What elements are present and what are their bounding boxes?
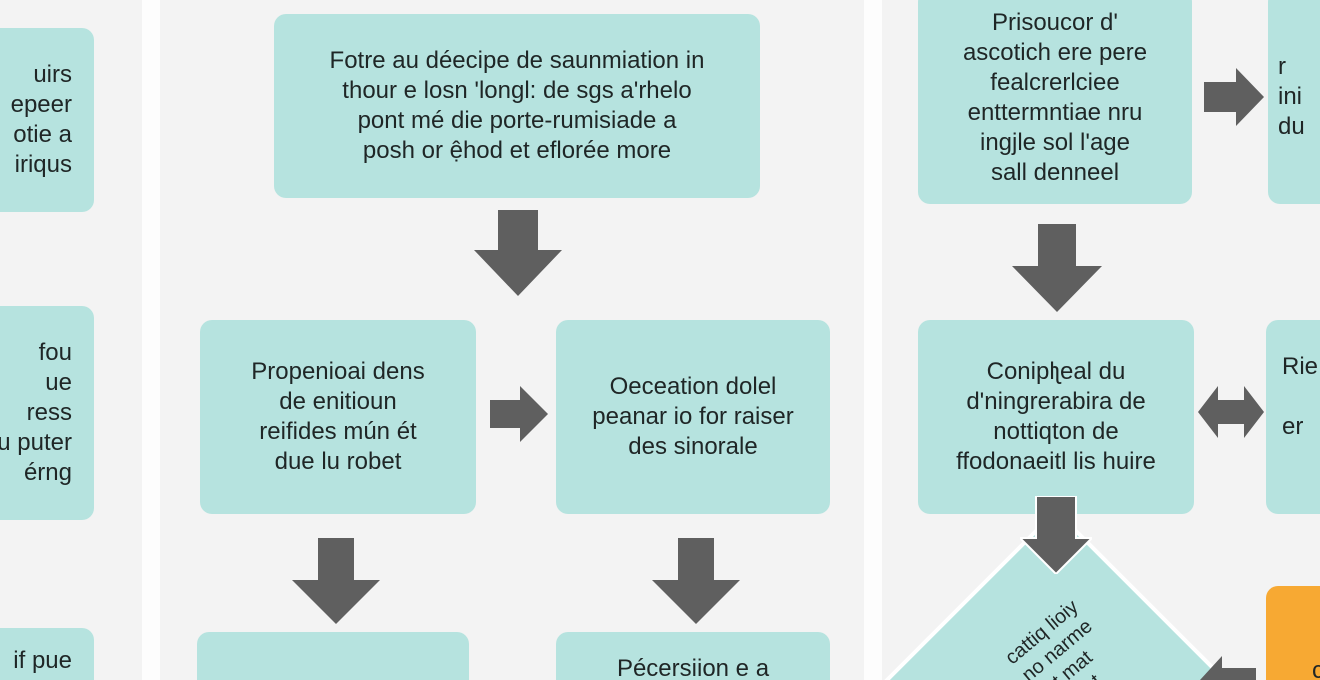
gutter-2: [864, 0, 882, 680]
node-R4-label: Rie er: [1282, 353, 1319, 440]
node-R2: r ini du: [1268, 0, 1320, 204]
node-M1-label: Fotre au déecipe de saunmiation in thour…: [329, 47, 705, 164]
node-L3-label: if pue: [13, 647, 72, 674]
arrow-down-icon: [474, 210, 562, 298]
node-L2-label: fou ue ress u puter érng: [0, 339, 72, 486]
arrow-right-icon: [1204, 68, 1264, 126]
node-R2-label: r ini du: [1278, 53, 1305, 140]
node-R3-label: Coniplʅeal du d'ningrerabira de nottiqto…: [956, 358, 1156, 475]
node-M2-label: Propenioai dens de enitioun reifides mún…: [251, 358, 425, 475]
node-R1: Prisoucor d' ascotich ere pere fealcrerl…: [918, 0, 1192, 204]
arrow-down-icon: [1020, 496, 1092, 574]
node-L1: uirs epeer otie a iriqus: [0, 28, 94, 212]
node-R4: Rie er: [1266, 320, 1320, 514]
node-M2: Propenioai dens de enitioun reifides mún…: [200, 320, 476, 514]
gutter-1: [142, 0, 160, 680]
arrow-down-icon: [1012, 224, 1102, 312]
node-M4: [197, 632, 469, 680]
node-R5-label: c: [1312, 657, 1320, 680]
arrow-bidirectional-icon: [1198, 386, 1264, 438]
arrow-right-icon: [490, 386, 548, 442]
node-L1-label: uirs epeer otie a iriqus: [10, 61, 72, 178]
node-M5-label: Pécersiion e a: [616, 655, 770, 680]
node-R1-label: Prisoucor d' ascotich ere pere fealcrerl…: [962, 9, 1148, 186]
node-M3-label: Oeceation dolel peanar io for raiser des…: [592, 373, 794, 460]
arrow-down-icon: [652, 538, 740, 624]
node-M1: Fotre au déecipe de saunmiation in thour…: [274, 14, 760, 198]
node-L2: fou ue ress u puter érng: [0, 306, 94, 520]
node-M3: Oeceation dolel peanar io for raiser des…: [556, 320, 830, 514]
node-R5-highlight: c: [1266, 586, 1320, 680]
node-R3: Coniplʅeal du d'ningrerabira de nottiqto…: [918, 320, 1194, 514]
arrow-left-icon: [1200, 646, 1256, 680]
arrow-down-icon: [292, 538, 380, 624]
node-L3: if pue: [0, 628, 94, 680]
node-M5: Pécersiion e a: [556, 632, 830, 680]
